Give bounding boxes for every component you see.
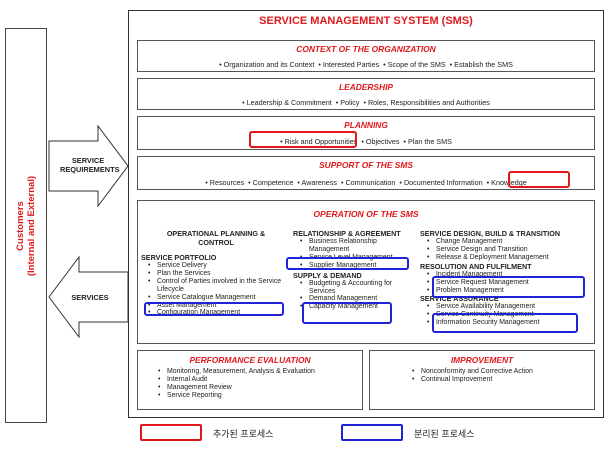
customers-label: Customers (Internal and External)	[15, 175, 37, 276]
planning-box: PLANNING • Risk and Opportunities • Obje…	[137, 116, 595, 150]
list-item: Service Design and Transition	[427, 246, 592, 254]
context-items: • Organization and its Context • Interes…	[219, 60, 513, 69]
context-box: CONTEXT OF THE ORGANIZATION • Organizati…	[137, 40, 595, 72]
service-assurance-heading: SERVICE ASSURANCE	[420, 294, 499, 304]
service-requirements-label: SERVICE REQUIREMENTS	[60, 156, 120, 174]
context-title: CONTEXT OF THE ORGANIZATION	[296, 44, 436, 54]
service-requirements-arrow	[48, 125, 129, 207]
list-item: Incident Management	[427, 271, 592, 279]
list-item: Continual Improvement	[412, 376, 533, 384]
relationship-heading: RELATIONSHIP & AGREEMENT	[293, 229, 401, 238]
list-item: Service Request Management	[427, 279, 592, 287]
list-item: Budgeting & Accounting for Services	[300, 280, 414, 296]
op-planning-heading: OPERATIONAL PLANNING & CONTROL	[166, 229, 266, 247]
list-item: Internal Audit	[158, 376, 315, 384]
list-item: Change Management	[427, 238, 592, 246]
operation-col2: RELATIONSHIP & AGREEMENT Business Relati…	[293, 229, 418, 311]
list-item: Configuration Management	[148, 309, 291, 317]
performance-list: Monitoring, Measurement, Analysis & Eval…	[158, 368, 315, 400]
list-item: Asset Management	[148, 302, 291, 310]
legend-separated-swatch	[341, 424, 403, 441]
list-item: Monitoring, Measurement, Analysis & Eval…	[158, 368, 315, 376]
legend-added-swatch	[140, 424, 202, 441]
list-item: Plan the Services	[148, 270, 291, 278]
legend-added-label: 추가된 프로세스	[213, 429, 274, 439]
list-item: Nonconformity and Corrective Action	[412, 368, 533, 376]
improvement-box: IMPROVEMENT Nonconformity and Corrective…	[369, 350, 595, 410]
list-item: Service Availability Management	[427, 303, 592, 311]
list-item: Service Catalogue Management	[148, 294, 291, 302]
support-box: SUPPORT OF THE SMS • Resources • Compete…	[137, 156, 595, 190]
resolution-heading: RESOLUTION AND FULFILMENT	[420, 261, 532, 271]
customers-box: Customers (Internal and External)	[5, 28, 47, 423]
supply-demand-heading: SUPPLY & DEMAND	[293, 270, 362, 280]
list-item: Demand Management	[300, 295, 418, 303]
incident-request-highlight	[432, 276, 585, 298]
improvement-list: Nonconformity and Corrective Action Cont…	[412, 368, 533, 384]
operation-col2-sublist: Budgeting & Accounting for Services Dema…	[300, 280, 418, 312]
leadership-box: LEADERSHIP • Leadership & Commitment • P…	[137, 78, 595, 110]
services-label: SERVICES	[71, 293, 109, 302]
list-item: Supplier Management	[300, 262, 418, 270]
leadership-title: LEADERSHIP	[339, 82, 393, 92]
list-item: Service Delivery	[148, 262, 291, 270]
operation-col3-sublist1: Incident Management Service Request Mana…	[427, 271, 592, 295]
service-design-heading: SERVICE DESIGN, BUILD & TRANSITION	[420, 229, 561, 238]
availability-continuity-highlight	[432, 313, 578, 333]
demand-capacity-highlight	[302, 302, 392, 324]
operation-title: OPERATION OF THE SMS	[313, 209, 419, 219]
operation-col1: OPERATIONAL PLANNING & CONTROL SERVICE P…	[141, 229, 291, 317]
list-item: Capacity Management	[300, 303, 418, 311]
planning-title: PLANNING	[344, 120, 388, 130]
improvement-title: IMPROVEMENT	[450, 355, 514, 365]
operation-col3-list: Change Management Service Design and Tra…	[427, 238, 592, 262]
support-title: SUPPORT OF THE SMS	[319, 160, 413, 170]
list-item: Information Security Management	[427, 319, 592, 327]
service-level-highlight	[286, 257, 409, 270]
performance-title: PERFORMANCE EVALUATION	[189, 355, 311, 365]
list-item: Control of Parties involved in the Servi…	[148, 278, 285, 294]
list-item: Release & Deployment Management	[427, 254, 592, 262]
list-item: Business Relationship Management	[300, 238, 409, 254]
leadership-items: • Leadership & Commitment • Policy • Rol…	[242, 98, 490, 107]
performance-box: PERFORMANCE EVALUATION Monitoring, Measu…	[137, 350, 363, 410]
sms-title: SERVICE MANAGEMENT SYSTEM (SMS)	[259, 15, 473, 27]
planning-items: • Risk and Opportunities • Objectives • …	[280, 137, 452, 146]
knowledge-highlight	[508, 171, 570, 188]
list-item: Problem Management	[427, 287, 592, 295]
legend-separated-label: 분리된 프로세스	[414, 429, 475, 439]
list-item: Service Reporting	[158, 392, 315, 400]
operation-col1-list: Service Delivery Plan the Services Contr…	[148, 262, 291, 317]
services-arrow	[48, 256, 129, 338]
risk-opportunities-highlight	[249, 131, 357, 148]
service-catalogue-highlight	[144, 302, 284, 316]
service-portfolio-heading: SERVICE PORTFOLIO	[141, 253, 217, 262]
list-item: Management Review	[158, 384, 315, 392]
